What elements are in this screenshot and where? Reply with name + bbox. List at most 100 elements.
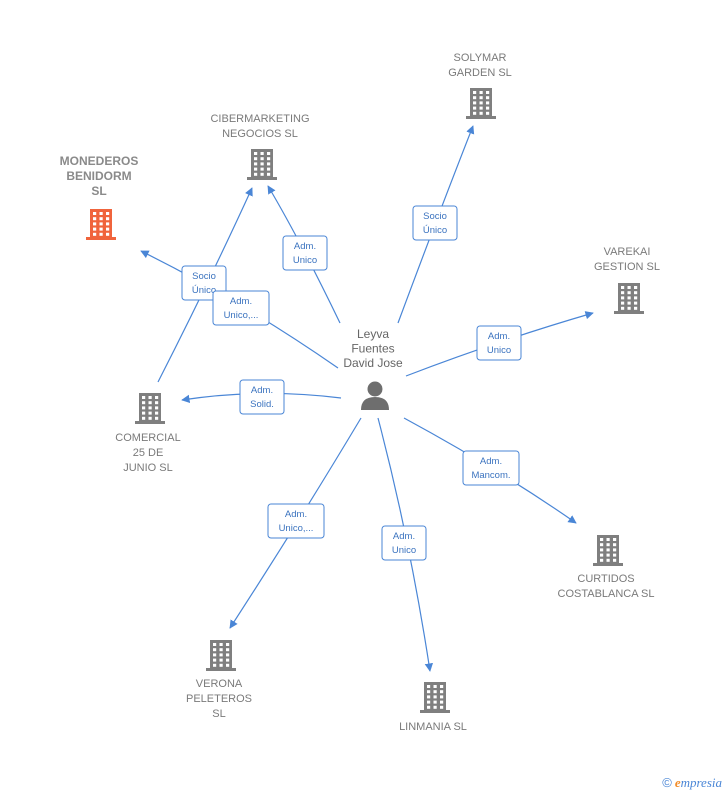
- company-label-line: MONEDEROS: [60, 154, 139, 168]
- company-icon-curtidos-window: [606, 538, 610, 541]
- company-icon-linmania-window: [440, 695, 444, 699]
- relation-label-varekai[interactable]: Adm.Unico: [476, 325, 522, 361]
- company-icon-comercial-window: [155, 406, 159, 410]
- company-icon-linmania-window: [427, 690, 431, 694]
- relation-label-curtidos[interactable]: Adm.Mancom.: [462, 450, 520, 486]
- company-icon-monederos-window: [93, 217, 97, 221]
- company-icon-varekai-window: [627, 296, 631, 300]
- company-icon-curtidos-window: [600, 548, 604, 552]
- company-label-line: VAREKAI: [604, 246, 651, 258]
- company-icon-solymar[interactable]: [466, 88, 496, 119]
- company-icon-linmania-window: [433, 695, 437, 699]
- brand-name: mpresia: [680, 775, 722, 790]
- company-icon-solymar-window: [479, 96, 483, 100]
- company-icon-curtidos-window: [606, 543, 610, 547]
- company-icon-varekai[interactable]: [614, 283, 644, 314]
- company-icon-monederos-window: [106, 232, 110, 236]
- relation-label-line: Adm.: [294, 241, 316, 252]
- company-icon-solymar-window: [486, 101, 490, 105]
- company-icon-curtidos-window: [606, 553, 610, 557]
- company-label-varekai[interactable]: VAREKAI GESTION SL: [594, 246, 660, 273]
- relation-label-text: Adm.Unico: [487, 331, 511, 356]
- company-icon-monederos-base: [86, 237, 116, 240]
- company-icon-solymar-window: [473, 111, 477, 115]
- company-icon-verona-window: [219, 658, 223, 662]
- relation-label-box: [239, 379, 285, 415]
- person-label-line: Fuentes: [351, 342, 394, 356]
- company-icon-verona[interactable]: [206, 640, 236, 671]
- company-icon-monederos-window: [99, 212, 103, 215]
- company-icon-varekai-window: [621, 291, 625, 295]
- company-icon-solymar-window: [473, 106, 477, 110]
- company-label-line: SL: [91, 184, 106, 198]
- relation-label-line: Unico,...: [224, 310, 259, 321]
- company-icon-linmania[interactable]: [420, 682, 450, 713]
- company-icon-varekai-base: [614, 311, 644, 314]
- relation-label-linmania[interactable]: Adm.Unico: [381, 525, 427, 561]
- company-icon-monederos-window: [106, 227, 110, 231]
- company-label-line: SOLYMAR: [454, 52, 507, 64]
- company-label-line: JUNIO SL: [123, 462, 173, 474]
- relation-label-box: [282, 235, 328, 271]
- company-label-line: BENIDORM: [66, 169, 131, 183]
- company-icon-linmania-window: [427, 685, 431, 688]
- company-icon-cibermarketing-window: [267, 167, 271, 171]
- company-icon-comercial-window: [142, 401, 146, 405]
- company-icon-verona-window: [219, 643, 223, 646]
- company-icon-comercial[interactable]: [135, 393, 165, 424]
- company-label-line: SL: [212, 708, 225, 720]
- company-icon-linmania-window: [440, 685, 444, 688]
- relation-label-line: Unico: [293, 255, 317, 266]
- company-label-linmania[interactable]: LINMANIA SL: [399, 721, 467, 733]
- company-icon-cibermarketing-window: [260, 167, 264, 171]
- company-icon-monederos[interactable]: [86, 209, 116, 240]
- company-icon-comercial-window: [148, 406, 152, 410]
- company-icon-curtidos-window: [600, 558, 604, 562]
- company-icon-varekai-window: [627, 301, 631, 305]
- relation-label-comercial[interactable]: Adm.Solid.: [239, 379, 285, 415]
- person-body: [361, 397, 389, 410]
- relation-label-line: Único: [192, 285, 216, 296]
- company-icon-solymar-window: [479, 111, 483, 115]
- company-icon-cibermarketing-window: [254, 167, 258, 171]
- company-icon-monederos-window: [99, 222, 103, 226]
- company-icon-cibermarketing[interactable]: [247, 149, 277, 180]
- relation-label-line: Socio: [423, 211, 447, 222]
- relation-label-monederos[interactable]: Adm.Unico,...: [212, 290, 270, 326]
- company-icon-linmania-window: [440, 705, 444, 709]
- relation-label-text: Adm.Solid.: [250, 385, 274, 410]
- company-icon-curtidos-window: [613, 543, 617, 547]
- company-icon-cibermarketing-window: [267, 152, 271, 155]
- relation-label-text: Adm. Unico: [293, 241, 317, 266]
- relation-label-line: Adm.: [393, 531, 415, 542]
- company-icon-monederos-window: [106, 212, 110, 215]
- company-label-line: NEGOCIOS SL: [222, 128, 298, 140]
- relation-label-verona[interactable]: Adm.Unico,...: [267, 503, 325, 539]
- company-icon-solymar-window: [479, 106, 483, 110]
- company-icon-curtidos[interactable]: [593, 535, 623, 566]
- company-icon-cibermarketing-window: [267, 157, 271, 161]
- company-icon-verona-window: [226, 658, 230, 662]
- relation-label-box: [412, 205, 458, 241]
- relation-label-box: [267, 503, 325, 539]
- footer-brand[interactable]: ©empresia: [662, 775, 722, 791]
- company-label-line: GESTION SL: [594, 261, 660, 273]
- company-icon-verona-window: [213, 663, 217, 667]
- relation-label-line: Adm.: [480, 456, 502, 467]
- relation-label-cibermarketing[interactable]: Adm. Unico: [282, 235, 328, 271]
- company-icon-verona-window: [219, 653, 223, 657]
- copyright-icon: ©: [662, 775, 672, 790]
- relation-label-line: Adm.: [285, 509, 307, 520]
- company-icon-solymar-window: [486, 111, 490, 115]
- person-icon[interactable]: [361, 381, 389, 411]
- company-icon-varekai-window: [627, 286, 631, 289]
- company-icon-varekai-window: [621, 301, 625, 305]
